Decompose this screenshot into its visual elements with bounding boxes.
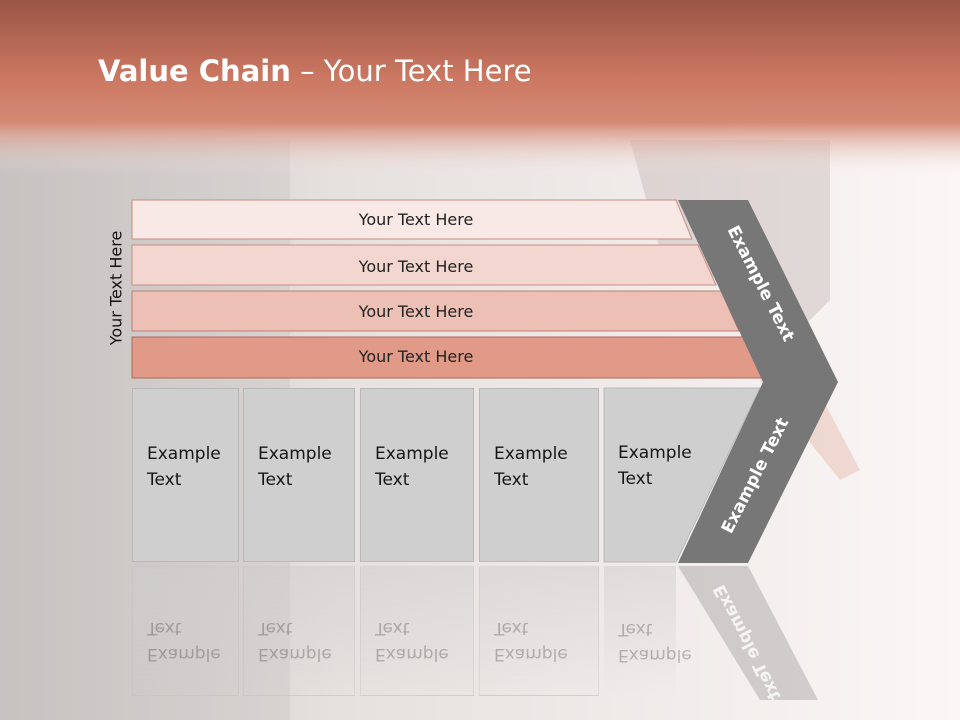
title-rest: – Your Text Here bbox=[290, 54, 532, 88]
primary-box-label: Example Text bbox=[147, 444, 221, 490]
primary-box-reflection: Example Text bbox=[132, 566, 239, 696]
support-bar-4: Your Text Here bbox=[131, 336, 764, 379]
primary-box-label: Example Text bbox=[375, 444, 449, 490]
primary-box-reflection: Example Text bbox=[360, 566, 474, 696]
primary-box-5: Example Text bbox=[604, 388, 704, 562]
reflection-label: Example Text bbox=[494, 618, 568, 664]
title-bold: Value Chain bbox=[98, 54, 291, 88]
primary-box-2: Example Text bbox=[243, 388, 355, 562]
reflection-label: Example Text bbox=[618, 619, 692, 665]
primary-box-reflection: Example Text bbox=[243, 566, 355, 696]
reflection-label: Example Text bbox=[147, 618, 221, 664]
support-bar-label: Your Text Here bbox=[358, 302, 474, 321]
primary-box-label: Example Text bbox=[618, 443, 692, 489]
primary-box-reflection: Example Text bbox=[479, 566, 599, 696]
primary-box-5-shape bbox=[603, 387, 761, 563]
support-bar-3: Your Text Here bbox=[131, 290, 740, 332]
chevron-arrow bbox=[678, 200, 838, 563]
support-bar-1: Your Text Here bbox=[131, 199, 693, 240]
reflection-label: Example Text bbox=[375, 618, 449, 664]
support-bar-label: Your Text Here bbox=[358, 257, 474, 276]
support-bar-2: Your Text Here bbox=[131, 244, 717, 286]
support-bar-label: Your Text Here bbox=[358, 210, 474, 229]
primary-box-4: Example Text bbox=[479, 388, 599, 562]
slide-title: Value Chain – Your Text Here bbox=[98, 54, 532, 88]
support-bar-label: Your Text Here bbox=[358, 347, 474, 366]
primary-box-label: Example Text bbox=[258, 444, 332, 490]
reflection-label: Example Text bbox=[258, 618, 332, 664]
primary-box-1: Example Text bbox=[132, 388, 239, 562]
chevron-reflection bbox=[678, 566, 818, 700]
primary-box-3: Example Text bbox=[360, 388, 474, 562]
primary-box-label: Example Text bbox=[494, 444, 568, 490]
primary-box-reflection: Example Text bbox=[604, 566, 692, 696]
